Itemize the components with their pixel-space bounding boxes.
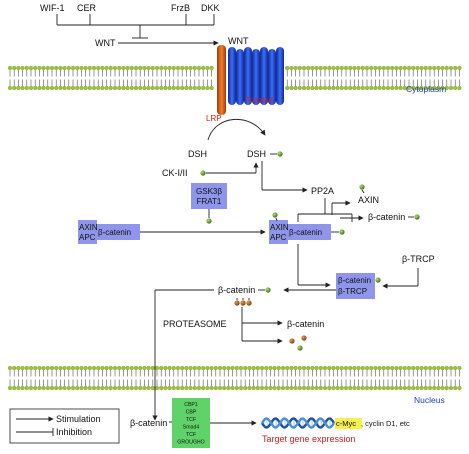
gsk3b-label: GSK3β [196, 187, 222, 196]
phospho-dot [272, 212, 278, 218]
bcat-box-1 [97, 224, 140, 240]
tf-label: CBP1 [184, 402, 198, 408]
phospho-dot [200, 170, 206, 176]
phospho-dot [277, 151, 283, 157]
bcat-label-1: β-catenin [98, 228, 131, 237]
dsh-right-label: DSH [247, 149, 266, 159]
phospho-dot [206, 218, 212, 224]
nucleus-label: Nucleus [414, 395, 445, 405]
phospho-dot [375, 277, 381, 283]
tf-label: Smad4 [183, 425, 200, 431]
bcat-free-label: β-catenin [368, 212, 405, 222]
frat1-label: FRAT1 [197, 197, 222, 206]
dsh-curved-arrow [207, 119, 266, 141]
frzb-label: FrzB [171, 3, 190, 13]
phospho-dot [339, 229, 345, 235]
tf-label: TCF [186, 432, 196, 438]
cytoplasm-label: Cytoplasm [406, 84, 446, 94]
proteasome-label: PROTEASOME [163, 319, 227, 329]
transcription-factor-box [172, 398, 210, 448]
phospho-dot [414, 214, 420, 220]
dsh-left-label: DSH [188, 149, 207, 159]
cyclin-label: , cyclin D1, etc [361, 419, 410, 428]
legend-inhibition: Inhibition [56, 427, 92, 437]
frizzled-receptor [228, 47, 284, 105]
apc-label-2: APC [270, 233, 287, 242]
ubiquitin-chain [234, 298, 252, 306]
axin-apc-box-2 [269, 220, 288, 244]
bcat-label-2: β-catenin [289, 228, 322, 237]
phospho-dot [265, 287, 271, 293]
bcat-box-2 [288, 224, 331, 240]
cer-label: CER [77, 3, 97, 13]
axin-free-label: AXIN [358, 195, 379, 205]
nuclear-membrane [7, 365, 462, 391]
bcat-degraded-label: β-catenin [287, 319, 324, 329]
gsk3b-frat1-box [191, 183, 227, 209]
cell-membrane [7, 65, 462, 91]
phospho-dot [359, 184, 365, 190]
apc-label-1: APC [79, 233, 96, 242]
axin-label-2: AXIN [270, 223, 289, 232]
bcat-btrcp-box [336, 273, 375, 299]
ck-label: CK-I/II [162, 168, 188, 178]
wif1-label: WIF-1 [40, 3, 65, 13]
lrp-receptor [217, 45, 226, 115]
bcat-btrcp-label-b: β-TRCP [338, 287, 367, 296]
bcat-btrcp-label-a: β-catenin [338, 276, 371, 285]
pp2a-label: PP2A [311, 186, 334, 196]
legend-box [9, 408, 120, 444]
axin-label-1: AXIN [79, 223, 98, 232]
legend-stimulation: Stimulation [56, 414, 101, 424]
axin-apc-box-1 [78, 220, 97, 244]
cmyc-label: c-Myc [336, 419, 356, 428]
cmyc-highlight [335, 418, 362, 429]
dna-helix [260, 417, 336, 429]
wnt-left-label: WNT [95, 38, 116, 48]
lrp-label: LRP [206, 114, 222, 123]
tf-label: GROUGHO [177, 440, 204, 446]
wnt-right-label: WNT [228, 36, 249, 46]
target-gene-label: Target gene expression [262, 434, 356, 444]
dkk-label: DKK [201, 3, 220, 13]
degraded-fragments [289, 335, 307, 351]
tf-label: TCF [186, 417, 196, 423]
tf-label: CBP [186, 410, 197, 416]
frizzled-label: Frizzled [245, 96, 273, 105]
bcat-nuclear-label: β-catenin [130, 418, 167, 428]
inhibitor-lines [56, 14, 215, 39]
btrcp-label: β-TRCP [402, 254, 435, 264]
bcat-ub-label: β-catenin [218, 285, 255, 295]
